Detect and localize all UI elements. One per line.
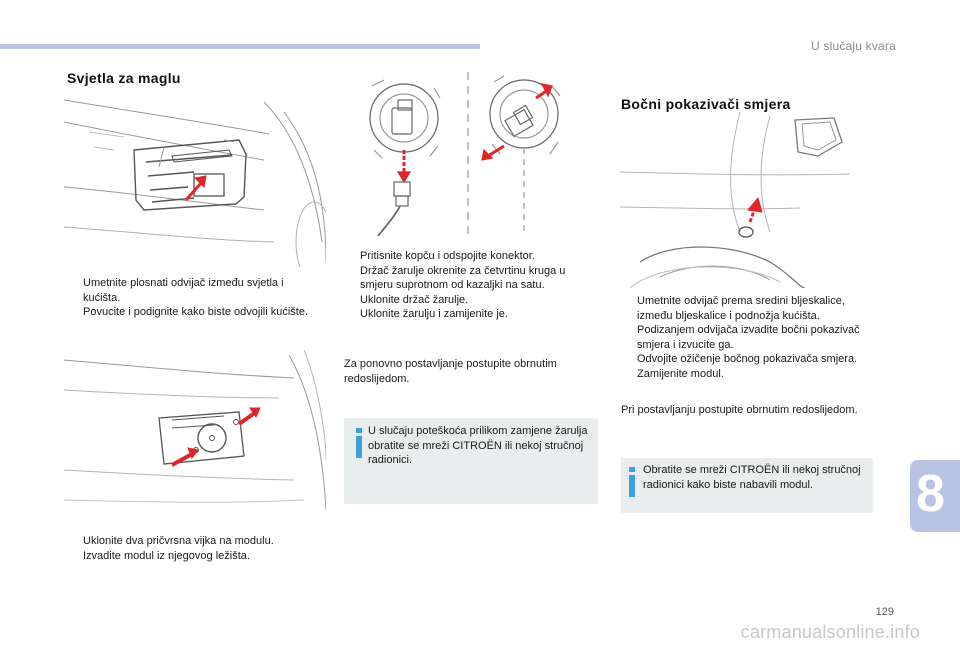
list-item: Zamijenite modul. [637,367,724,380]
section-title-side-indicators: Bočni pokazivači smjera [621,96,791,112]
side-indicator-reassembly: Pri postavljanju postupite obrnutim redo… [621,404,858,416]
list-item: Podizanjem odvijača izvadite bočni pokaz… [637,324,860,351]
list-item: Povucite i podignite kako biste odvojili… [83,306,309,319]
page-number: 129 [875,606,894,618]
figure-fog-light-housing [64,92,326,267]
figure-bulb-holder [354,68,574,243]
info-text: Obratite se mreži CITROËN ili nekoj stru… [643,464,861,491]
reassembly-note: Za ponovno postavljanje postupite obrnut… [344,358,557,385]
figure-fog-light-screws [64,350,326,525]
chapter-tab: 8 [910,460,960,532]
list-item: Uklonite dva pričvrsna vijka na modulu. [83,535,274,547]
chapter-title: U slučaju kvara [810,39,896,53]
info-icon-bar [356,436,362,458]
info-text: U slučaju poteškoća prilikom zamjene žar… [368,425,588,467]
chapter-number: 8 [916,465,945,523]
info-box-assistance: U slučaju poteškoća prilikom zamjene žar… [344,418,598,504]
list-item: Držač žarulje okrenite za četvrtinu krug… [360,264,566,292]
list-item: Pritisnite kopču i odspojite konektor. [360,250,535,262]
list-item: Umetnite plosnati odvijač između svjetla… [83,277,284,304]
side-indicator-steps: Umetnite odvijač prema sredini bljeskali… [621,294,871,382]
bulb-steps: Pritisnite kopču i odspojite konektor. D… [344,249,594,322]
list-item: Uklonite držač žarulje. [360,293,469,306]
header-accent-bar [0,44,480,49]
list-item: Umetnite odvijač prema sredini bljeskali… [637,295,845,322]
watermark: carmanualsonline.info [740,622,920,642]
list-item: Uklonite žarulju i zamijenite je. [360,308,508,321]
fog-light-steps-b: Uklonite dva pričvrsna vijka na modulu. … [67,534,317,563]
info-icon [356,428,362,433]
info-box-module: Obratite se mreži CITROËN ili nekoj stru… [621,458,873,513]
list-item: Odvojite ožičenje bočnog pokazivača smje… [637,353,858,366]
info-icon-bar [629,475,635,497]
info-icon [629,467,635,472]
figure-side-indicator [620,112,850,288]
fog-light-steps-a: Umetnite plosnati odvijač između svjetla… [67,276,317,320]
section-title-fog-lights: Svjetla za maglu [67,70,181,86]
list-item: Izvadite modul iz njegovog ležišta. [83,549,250,562]
